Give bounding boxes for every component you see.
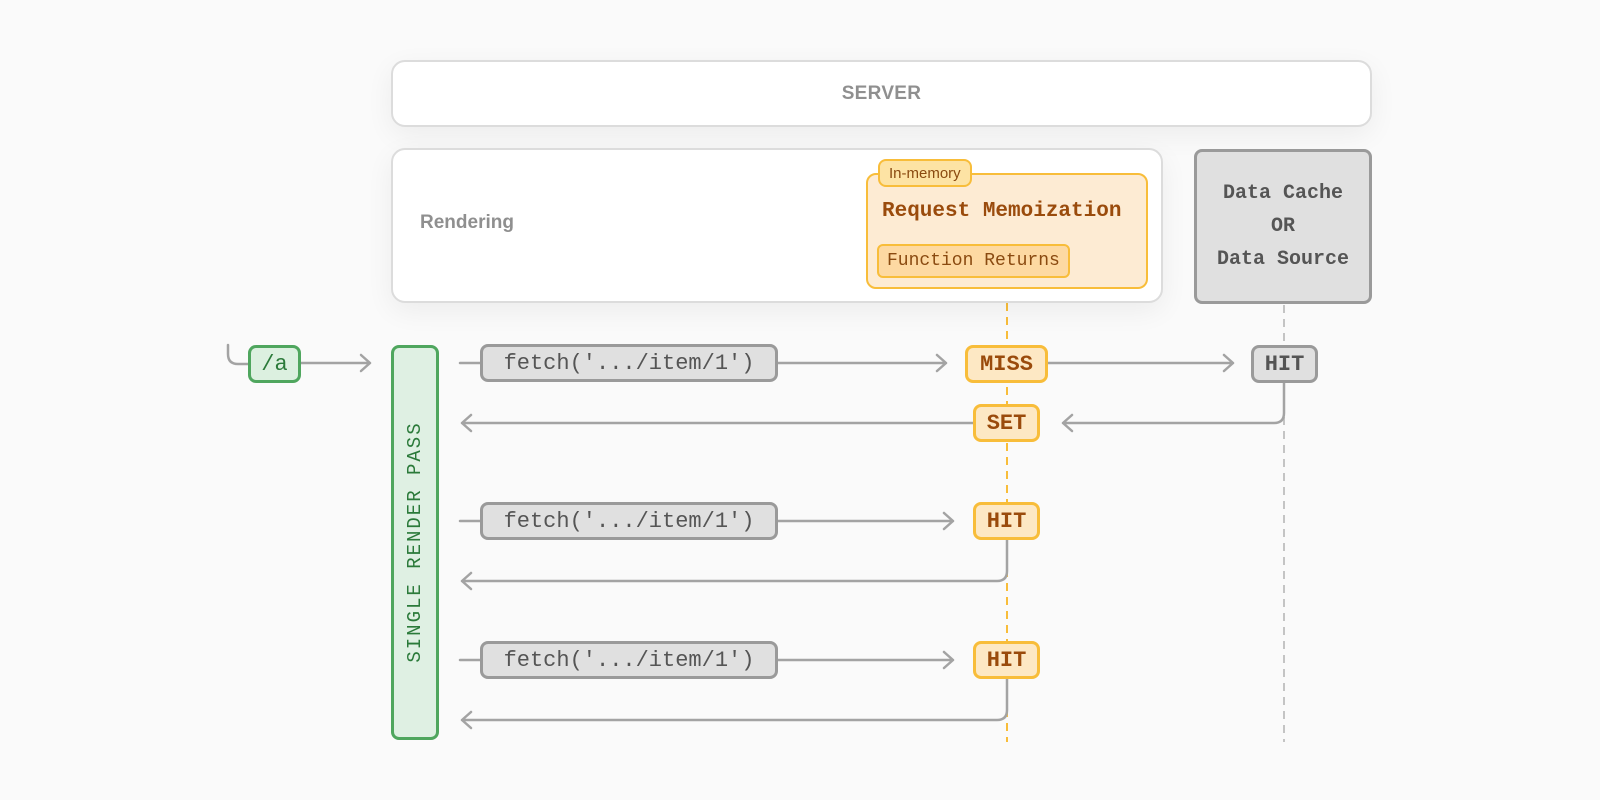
data-cache-line-3: Data Source xyxy=(1216,248,1350,271)
miss-to-source-arrow xyxy=(1045,353,1235,373)
data-cache-line-1: Data Cache xyxy=(1222,182,1344,205)
request-memoization-title: Request Memoization xyxy=(882,200,1122,223)
memo-hit-badge-2: HIT xyxy=(973,502,1040,540)
route-arrow xyxy=(299,353,372,373)
hit-2-return-arrow xyxy=(460,538,1009,591)
single-render-pass-label: SINGLE RENDER PASS xyxy=(404,421,426,663)
memo-miss-badge: MISS xyxy=(965,345,1048,383)
server-label: SERVER xyxy=(841,82,922,104)
fetch-3-arrow xyxy=(776,650,955,670)
fetch-1-arrow xyxy=(776,353,948,373)
single-render-pass-box xyxy=(391,345,439,740)
memo-hit-badge-3: HIT xyxy=(973,641,1040,679)
fetch-call-3: fetch('.../item/1') xyxy=(480,641,778,679)
entry-connector xyxy=(226,343,250,366)
hit-3-return-arrow xyxy=(460,677,1009,730)
memo-set-badge: SET xyxy=(973,404,1040,442)
data-cache-line-2: OR xyxy=(1270,215,1295,238)
fetch-call-2: fetch('.../item/1') xyxy=(480,502,778,540)
route-badge: /a xyxy=(248,345,301,383)
server-box: SERVER xyxy=(391,60,1372,127)
source-return-arrow xyxy=(1061,381,1286,433)
rendering-label: Rendering xyxy=(420,212,514,233)
data-source-hit-badge: HIT xyxy=(1251,345,1318,383)
in-memory-badge: In-memory xyxy=(878,159,972,187)
fetch-2-arrow xyxy=(776,511,955,531)
fetch-call-1: fetch('.../item/1') xyxy=(480,344,778,382)
function-returns-chip: Function Returns xyxy=(877,244,1070,278)
data-cache-box: Data Cache OR Data Source xyxy=(1194,149,1372,304)
set-return-arrow xyxy=(460,413,975,433)
